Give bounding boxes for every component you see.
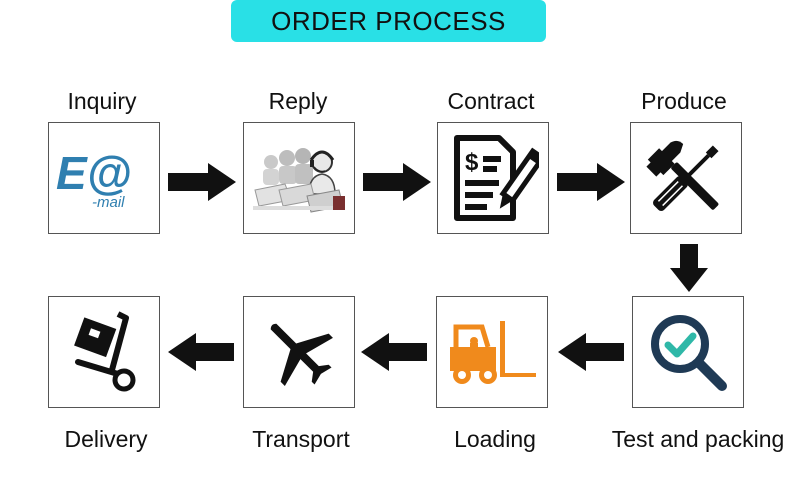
- svg-text:-mail: -mail: [92, 194, 125, 211]
- arrow-right-icon: [363, 163, 431, 201]
- step-label-inquiry: Inquiry: [67, 88, 137, 114]
- step-label-reply: Reply: [268, 88, 328, 114]
- magnifier-check-icon: [651, 315, 727, 391]
- call-center-icon: [253, 148, 345, 213]
- arrow-right-icon: [557, 163, 625, 201]
- step-box-loading: [436, 296, 548, 408]
- arrow-left-icon: [168, 333, 234, 371]
- svg-text:$: $: [465, 149, 479, 176]
- step-label-test-and-packing: Test and packing: [611, 426, 785, 452]
- arrow-left-icon: [558, 333, 624, 371]
- hand-truck-icon: [74, 311, 136, 392]
- email-icon: E@ -mail: [56, 147, 132, 211]
- step-box-produce: [630, 122, 742, 234]
- contract-document-icon: $: [454, 135, 539, 221]
- airplane-icon: [270, 323, 333, 386]
- step-label-produce: Produce: [641, 88, 727, 114]
- step-box-transport: [243, 296, 355, 408]
- arrow-left-icon: [361, 333, 427, 371]
- step-box-inquiry: E@ -mail: [48, 122, 160, 234]
- step-box-contract: $: [437, 122, 549, 234]
- step-box-delivery: [48, 296, 160, 408]
- title-badge: ORDER PROCESS: [231, 0, 546, 42]
- forklift-icon: [450, 321, 536, 384]
- step-box-reply: [243, 122, 355, 234]
- page-title: ORDER PROCESS: [271, 5, 506, 36]
- hammer-screwdriver-icon: [646, 140, 719, 211]
- svg-text:E@: E@: [56, 147, 132, 199]
- arrow-right-icon: [168, 163, 236, 201]
- arrow-down-icon: [670, 244, 708, 292]
- step-label-transport: Transport: [252, 426, 350, 452]
- step-label-loading: Loading: [454, 426, 536, 452]
- step-label-contract: Contract: [447, 88, 535, 114]
- step-box-test-and-packing: [632, 296, 744, 408]
- step-label-delivery: Delivery: [64, 426, 148, 452]
